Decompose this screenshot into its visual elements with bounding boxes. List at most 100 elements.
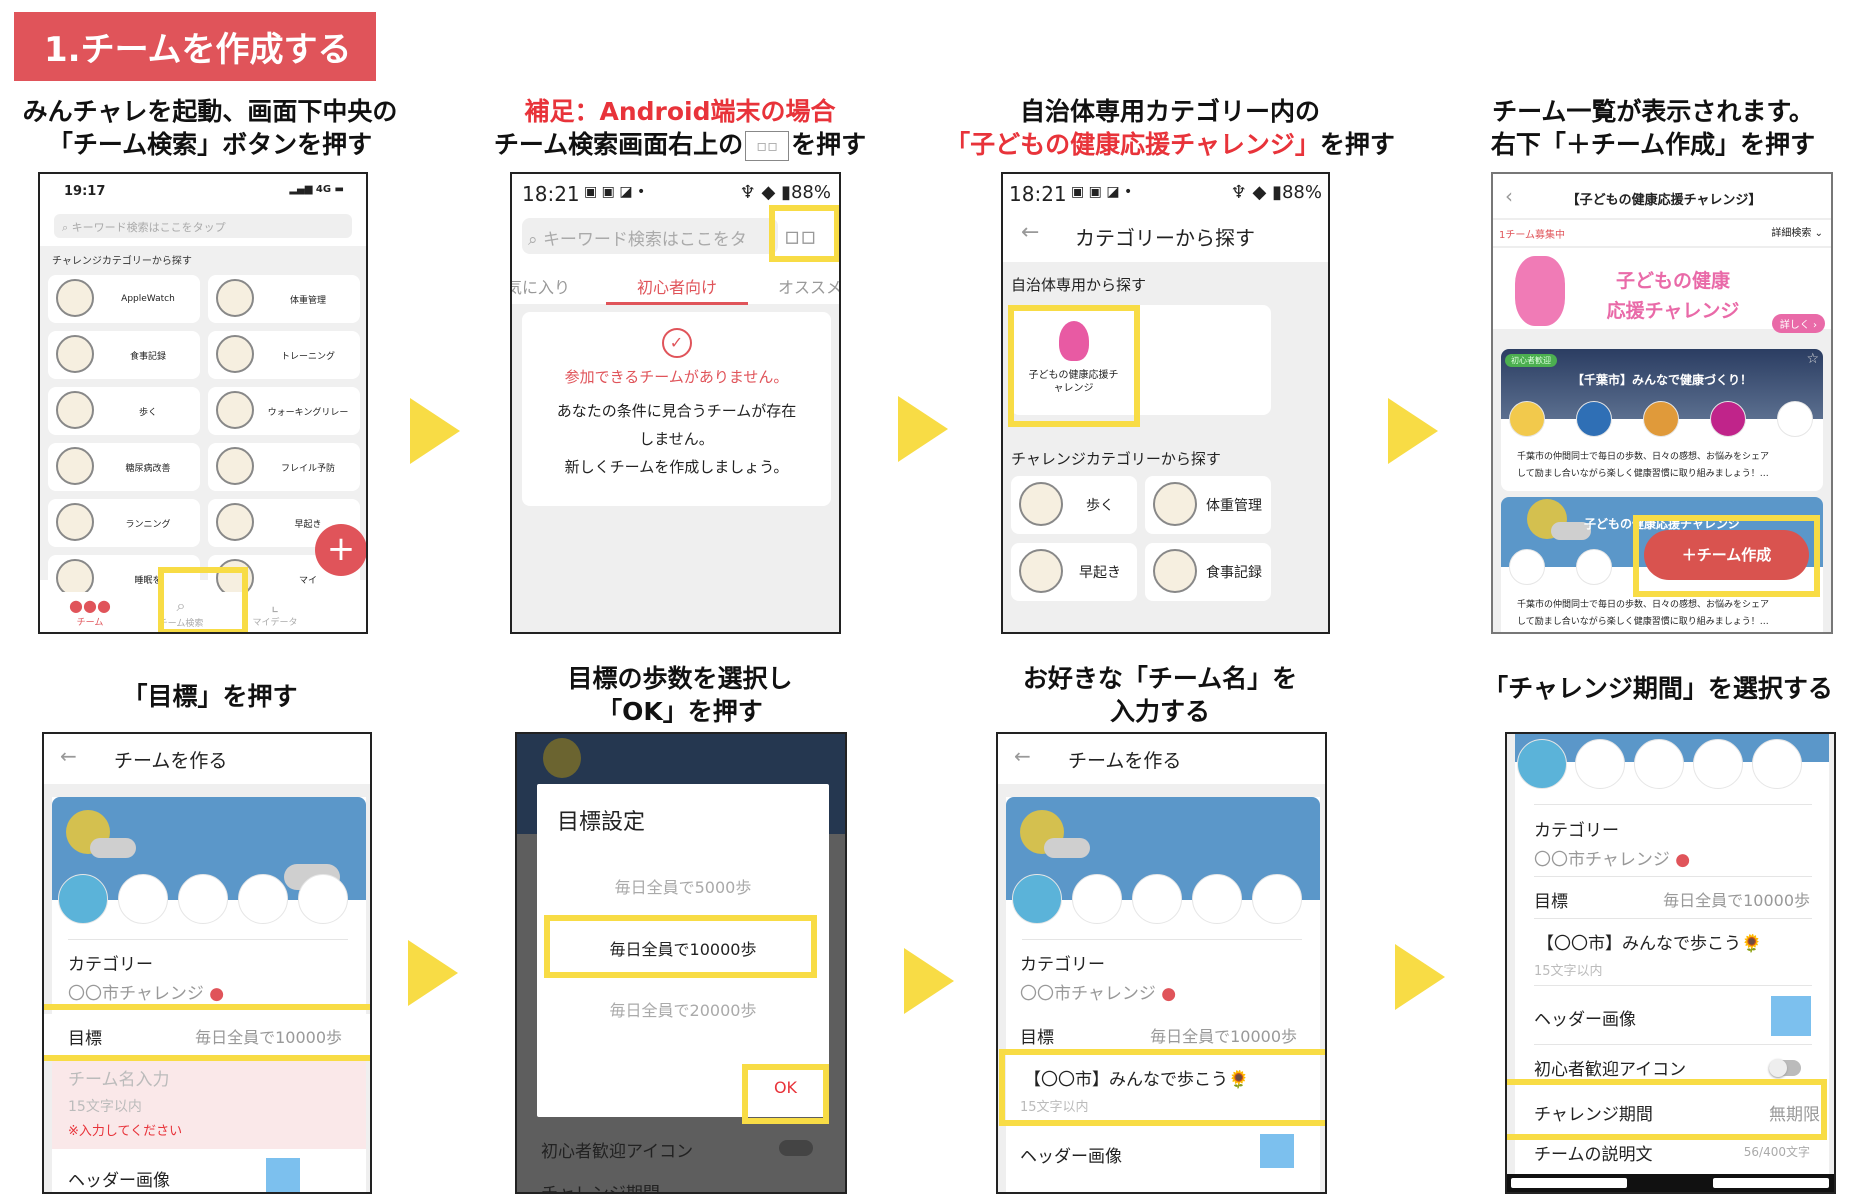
category-card[interactable]: 歩く: [1011, 476, 1137, 534]
category-value[interactable]: 〇〇市チャレンジ ●: [1534, 845, 1690, 870]
grid-view-button[interactable]: ▫▫: [784, 222, 817, 250]
category-card[interactable]: 体重管理: [1145, 476, 1271, 534]
category-text: 〇〇市チャレンジ: [1534, 850, 1670, 870]
header-image-label: ヘッダー画像: [68, 1171, 170, 1191]
step-text: チーム検索画面右上の: [493, 130, 744, 159]
network-label: 4G: [315, 184, 332, 195]
tab-beginners[interactable]: 初心者向け: [606, 274, 748, 305]
cat-avatar: [58, 874, 108, 924]
desc-line: して励まし合いながら楽しく健康習慣に取り組みましょう！…: [1517, 617, 1769, 627]
back-chevron-icon[interactable]: ‹: [1505, 184, 1513, 208]
category-card[interactable]: 歩く: [48, 387, 200, 435]
team-name-input[interactable]: 【〇〇市】みんなで歩こう🌻: [1024, 1070, 1250, 1090]
cat-mascot-icon: [216, 447, 254, 485]
step-text: を押す: [1319, 130, 1395, 159]
team-name-input[interactable]: 【〇〇市】みんなで歩こう🌻: [1537, 934, 1763, 954]
team-card[interactable]: 初心者歓迎 ☆ 【千葉市】みんなで健康づくり！ 千葉市の仲間同士で毎日の歩数、日…: [1501, 349, 1823, 491]
arrow-right-icon: [904, 948, 954, 1014]
search-icon: ⌕: [176, 596, 186, 615]
details-button[interactable]: 詳しく ›: [1771, 314, 1825, 333]
header-image-thumbnail[interactable]: [266, 1158, 300, 1192]
member-avatar: [1710, 401, 1746, 437]
empty-text: 新しくチームを作成しましょう。: [564, 458, 789, 476]
goal-option[interactable]: 毎日全員で20000歩: [609, 1001, 757, 1020]
tab-recommended[interactable]: オススメ: [778, 278, 841, 297]
goal-label: 目標: [68, 1029, 102, 1049]
nav-my-data[interactable]: ⌞マイデータ: [240, 596, 310, 628]
lotus-mascot-icon: [1515, 256, 1565, 326]
empty-avatar: [1752, 739, 1802, 789]
team-name-field[interactable]: [52, 1061, 366, 1149]
step-6-heading: 目標の歩数を選択し「OK」を押す: [470, 662, 890, 728]
step-text: お好きな「チーム名」を: [1022, 664, 1298, 693]
team-name-placeholder: チーム名入力: [68, 1070, 170, 1090]
category-label: AppleWatch: [121, 294, 175, 304]
beginner-toggle[interactable]: [1769, 1059, 1801, 1077]
tab-favorites[interactable]: 気に入り: [510, 278, 571, 297]
add-fab-button[interactable]: +: [315, 524, 366, 576]
category-card[interactable]: 体重管理: [208, 275, 360, 323]
cat-mascot-icon: [1019, 549, 1063, 593]
page-title: チームを作る: [1068, 750, 1182, 772]
phone-screen-create-team-goal: ← チームを作る カテゴリー 〇〇市チャレンジ ● 目標 毎日全員で10000歩…: [42, 732, 372, 1194]
category-card[interactable]: 食事記録: [48, 331, 200, 379]
category-value[interactable]: 〇〇市チャレンジ ●: [1020, 979, 1176, 1004]
highlight-box: [999, 1049, 1325, 1126]
goal-value[interactable]: 毎日全員で10000歩: [1150, 1027, 1297, 1046]
municipal-category-child-health[interactable]: 子どもの健康応援チャレンジ: [1011, 309, 1136, 424]
category-card[interactable]: トレーニング: [208, 331, 360, 379]
filter-button[interactable]: 詳細検索 ⌄: [1771, 224, 1823, 239]
category-card[interactable]: フレイル予防: [208, 443, 360, 491]
goal-option[interactable]: 毎日全員で5000歩: [614, 878, 752, 897]
back-arrow-icon[interactable]: ←: [1021, 220, 1040, 245]
arrow-right-icon: [1395, 944, 1445, 1010]
step-4-heading: チーム一覧が表示されます。右下「＋チーム作成」を押す: [1450, 95, 1856, 161]
empty-title: 参加できるチームがありません。: [564, 368, 789, 386]
desc-line: 千葉市の仲間同士で毎日の歩数、日々の感想、お悩みをシェア: [1517, 452, 1770, 462]
empty-avatar: [118, 874, 168, 924]
step-8-heading: 「チャレンジ期間」を選択する: [1483, 674, 1833, 703]
empty-text: あなたの条件に見合うチームが存在: [556, 402, 797, 420]
nav-team[interactable]: ●●●チーム: [60, 596, 120, 628]
goal-row[interactable]: [44, 1014, 370, 1058]
category-label: 早起き: [1079, 565, 1121, 581]
category-card[interactable]: 早起き: [1011, 543, 1137, 601]
category-value[interactable]: 〇〇市チャレンジ ●: [68, 979, 224, 1004]
category-card[interactable]: ウォーキングリレー: [208, 387, 360, 435]
search-input[interactable]: ⌕ キーワード検索はここをタップ: [54, 214, 352, 238]
goal-value[interactable]: 毎日全員で10000歩: [1663, 891, 1810, 910]
category-text: 〇〇市チャレンジ: [68, 984, 204, 1004]
cat-mascot-icon: [56, 447, 94, 485]
header-image-thumbnail[interactable]: [1260, 1134, 1294, 1168]
nav-label: チーム: [76, 618, 104, 628]
empty-avatar: [1132, 874, 1182, 924]
step-text: 右下「＋チーム作成」を押す: [1490, 130, 1816, 159]
category-card[interactable]: 糖尿病改善: [48, 443, 200, 491]
category-label: 早起き: [294, 519, 322, 530]
nav-label: マイデータ: [252, 618, 298, 628]
back-arrow-icon[interactable]: ←: [60, 744, 77, 768]
ok-button[interactable]: OK: [773, 1078, 798, 1097]
goal-option-selected[interactable]: 毎日全員で10000歩: [609, 940, 757, 959]
search-input[interactable]: ⌕ キーワード検索はここをタ: [522, 218, 778, 254]
step-2-heading: 補足：Android端末の場合チーム検索画面右上の▫▫を押す: [470, 95, 890, 161]
category-label: フレイル予防: [280, 463, 335, 474]
category-card[interactable]: ランニング: [48, 499, 200, 547]
create-team-button[interactable]: ＋チーム作成: [1644, 530, 1809, 580]
category-icon: ●: [1675, 850, 1691, 870]
beginner-toggle[interactable]: [779, 1140, 813, 1156]
category-card[interactable]: 食事記録: [1145, 543, 1271, 601]
category-card[interactable]: AppleWatch: [48, 275, 200, 323]
period-value[interactable]: 無期限: [1769, 1105, 1820, 1125]
status-time: 19:17: [64, 184, 106, 199]
name-hint: 15文字以内: [1020, 1100, 1089, 1115]
highlight-box: [1633, 515, 1820, 597]
star-icon[interactable]: ☆: [1806, 351, 1819, 367]
lotus-mascot-icon: [1058, 321, 1089, 361]
header-image-thumbnail[interactable]: [1771, 996, 1811, 1036]
back-arrow-icon[interactable]: ←: [1014, 744, 1031, 768]
nav-team-search[interactable]: ⌕チーム検索: [146, 596, 216, 629]
page-title: 【子どもの健康応援チャレンジ】: [1566, 193, 1762, 208]
empty-avatar: [1072, 874, 1122, 924]
period-label[interactable]: チャレンジ期間: [1534, 1105, 1653, 1125]
